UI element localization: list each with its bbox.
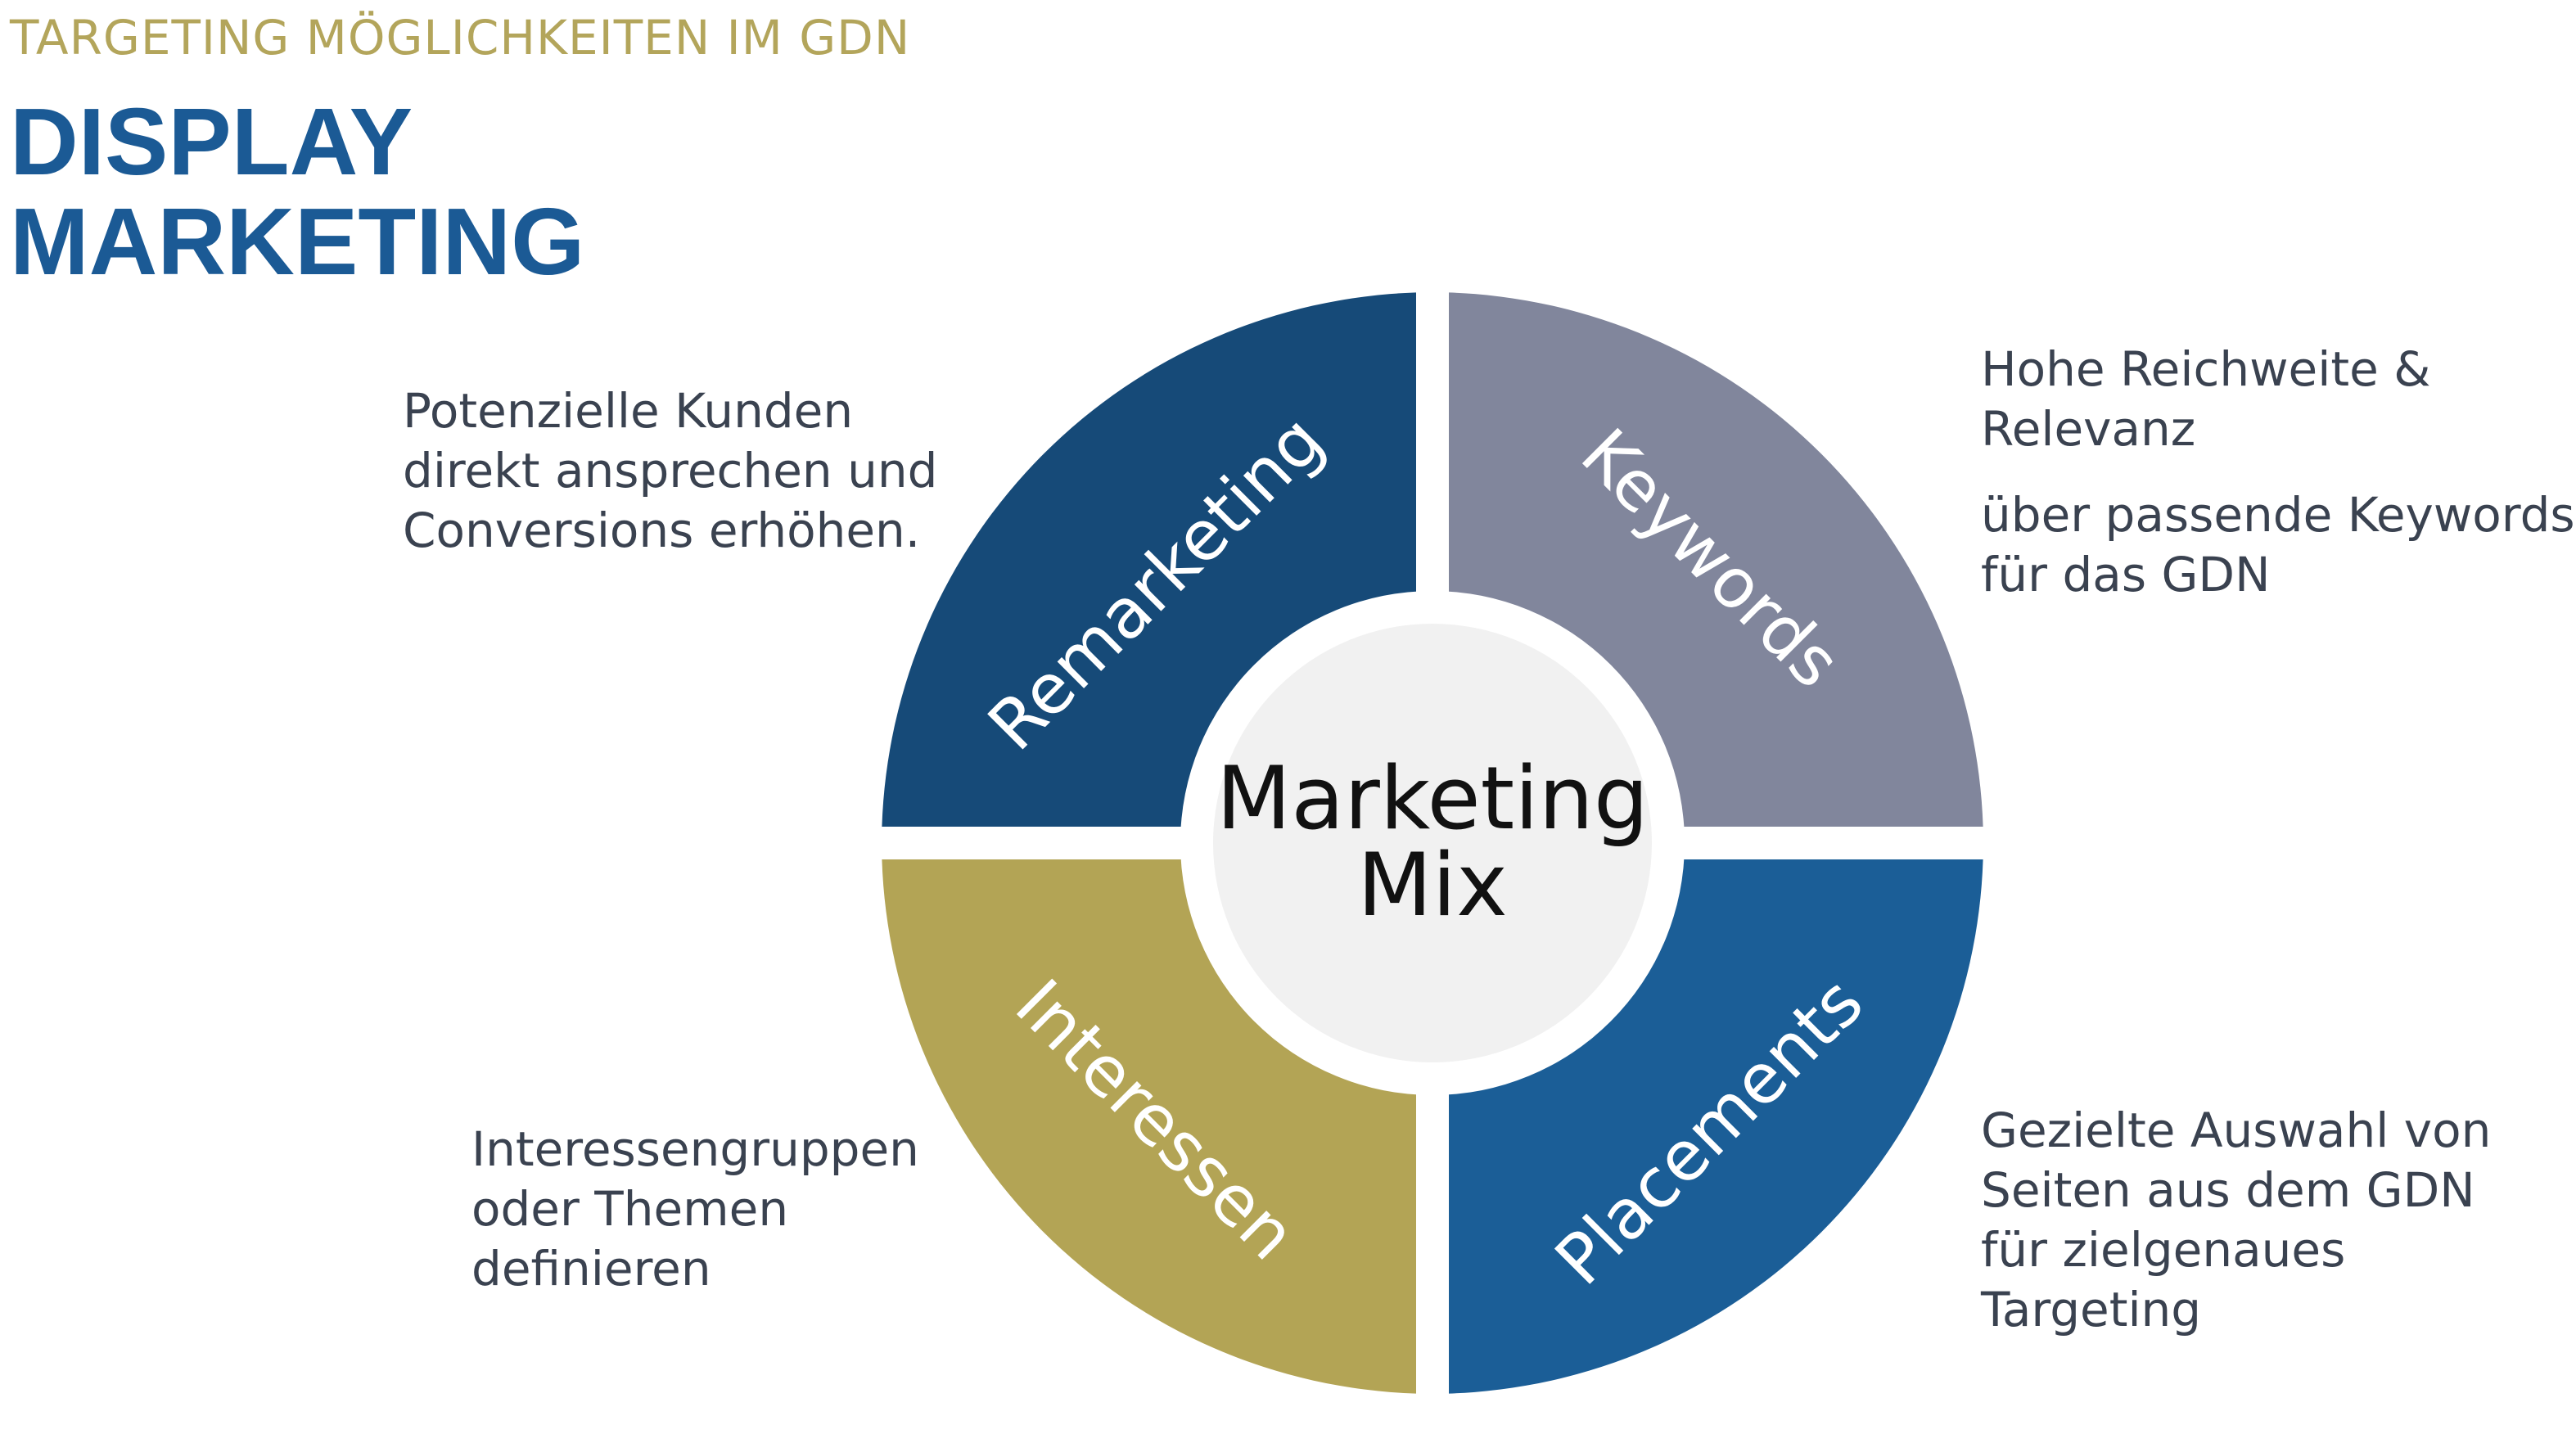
description-line: Gezielte Auswahl von <box>1981 1103 2492 1158</box>
description-keywords: Hohe Reichweite & Relevanz über passende… <box>1981 340 2575 605</box>
description-remarketing: Potenzielle Kunden direkt ansprechen und… <box>403 381 937 561</box>
description-line: Potenzielle Kunden <box>403 383 854 439</box>
description-line: Hohe Reichweite & <box>1981 341 2431 397</box>
page-title: DISPLAY MARKETING <box>10 92 584 291</box>
description-line: Relevanz <box>1981 401 2196 457</box>
description-line: Interessengruppen <box>471 1121 919 1177</box>
description-line: Seiten aus dem GDN <box>1981 1162 2475 1218</box>
description-line: Targeting <box>1981 1282 2202 1337</box>
page-title-line-2: MARKETING <box>10 188 585 295</box>
kicker-text: TARGETING MÖGLICHKEITEN IM GDN <box>10 10 911 65</box>
page-title-line-1: DISPLAY <box>10 88 413 195</box>
description-interessen: Interessengruppen oder Themen definieren <box>471 1120 919 1299</box>
center-label-line-1: Marketing <box>1216 748 1649 849</box>
description-line: über passende Keywords <box>1981 487 2575 543</box>
description-line: für zielgenaues <box>1981 1222 2346 1278</box>
center-circle <box>1213 624 1652 1062</box>
description-placements: Gezielte Auswahl von Seiten aus dem GDN … <box>1981 1101 2491 1340</box>
description-line: direkt ansprechen und <box>403 443 938 498</box>
description-line: für das GDN <box>1981 547 2271 602</box>
description-line: Conversions erhöhen. <box>403 503 921 558</box>
description-line: oder Themen <box>471 1181 789 1237</box>
description-line: definieren <box>471 1241 711 1296</box>
center-label-line-2: Mix <box>1357 835 1508 936</box>
